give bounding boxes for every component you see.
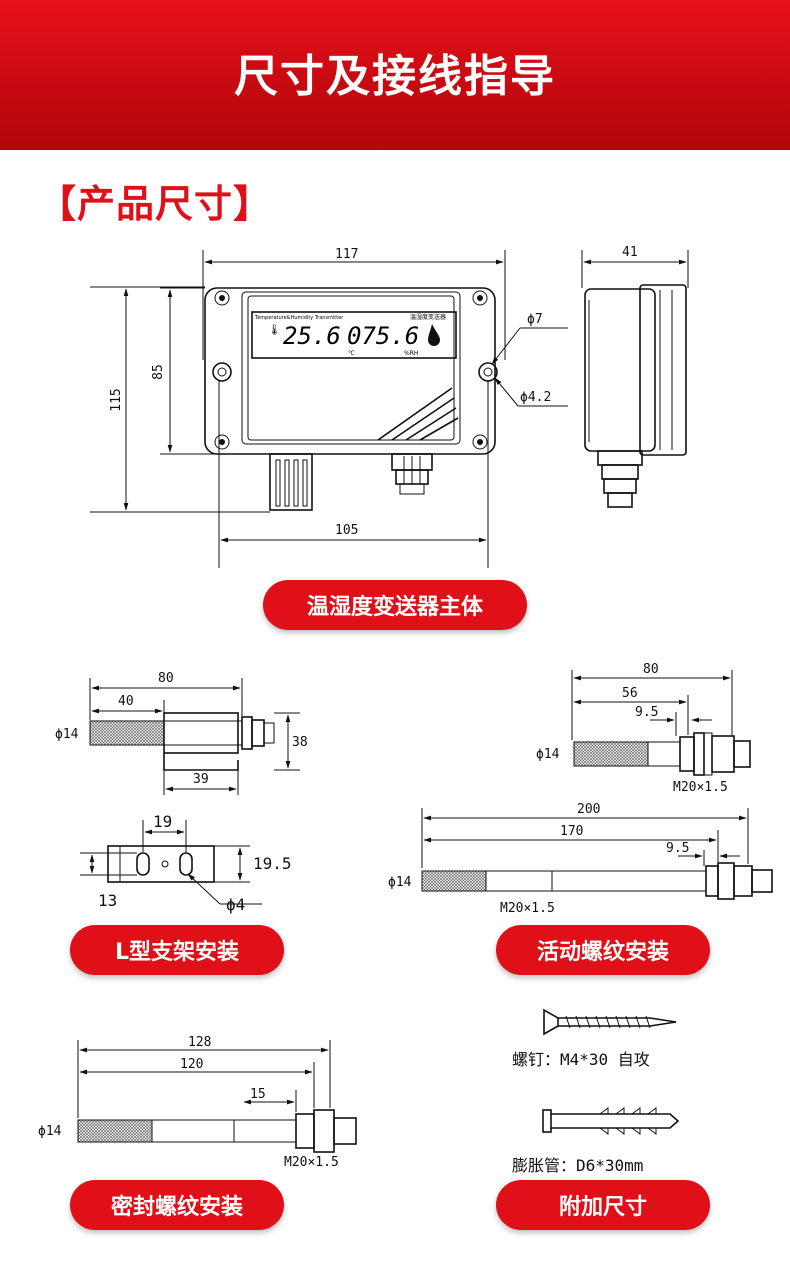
dim-19-5: 19.5 <box>253 854 292 873</box>
l-bracket-side-view: 80 40 38 39 ϕ14 <box>55 671 308 795</box>
screw-drawing <box>543 1008 677 1036</box>
dim-phi4: ϕ4 <box>226 895 245 914</box>
device-side-view: 41 <box>581 245 689 508</box>
section-title: 【产品尺寸】 <box>38 182 273 226</box>
dim-13: 13 <box>98 891 117 910</box>
movable-thread-long-view: 200 170 9.5 ϕ14 M20×1.5 <box>388 802 773 916</box>
dim-80-b: 80 <box>643 662 659 677</box>
cable-gland <box>391 453 433 495</box>
anchor-caption: 膨胀管：D6*30mm <box>512 1156 644 1175</box>
label-main-device: 温湿度变送器主体 <box>263 580 527 630</box>
lcd-temp-unit: ℃ <box>348 350 355 357</box>
dim-56: 56 <box>622 686 638 701</box>
mounting-hole-left <box>212 362 232 382</box>
lcd-header-left: Temperature&Humidity Transmitter <box>254 315 344 321</box>
sealed-thread-view: 128 120 15 ϕ14 M20×1.5 <box>38 1035 357 1170</box>
dim-phi4-2: ϕ4.2 <box>520 390 551 405</box>
thermometer-icon: 🌡 <box>268 324 281 336</box>
dim-85: 85 <box>151 364 166 380</box>
sensor-probe <box>269 453 313 511</box>
dim-phi14-d: ϕ14 <box>38 1124 62 1139</box>
label-movable-thread: 活动螺纹安装 <box>496 925 710 975</box>
dim-phi14-b: ϕ14 <box>536 747 560 762</box>
dim-9-5-b: 9.5 <box>666 841 689 856</box>
dim-105: 105 <box>335 523 358 538</box>
screw-caption: 螺钉：M4*30 自攻 <box>512 1050 650 1069</box>
page-title: 尺寸及接线指导 <box>234 51 556 102</box>
label-l-bracket: L型支架安装 <box>70 925 284 975</box>
corner-screws <box>214 290 488 450</box>
dim-41: 41 <box>622 245 638 260</box>
dim-200: 200 <box>577 802 600 817</box>
device-front-view: Temperature&Humidity Transmitter 温湿度变送器 … <box>90 247 568 568</box>
dim-80: 80 <box>158 671 174 686</box>
l-bracket-plate-view: 19 19.5 13 ϕ4 <box>80 812 292 914</box>
thread-m20-b: M20×1.5 <box>500 901 555 916</box>
thread-m20: M20×1.5 <box>673 780 728 795</box>
dim-38: 38 <box>292 735 308 750</box>
dim-120: 120 <box>180 1057 203 1072</box>
dim-39: 39 <box>193 772 209 787</box>
droplet-icon <box>428 324 440 346</box>
front-stripes <box>377 387 459 441</box>
dim-19: 19 <box>153 812 172 831</box>
dim-40: 40 <box>118 694 134 709</box>
dim-phi7: ϕ7 <box>527 312 543 327</box>
dim-15: 15 <box>250 1087 266 1102</box>
dim-170: 170 <box>560 824 583 839</box>
lcd-header-right: 温湿度变送器 <box>410 313 446 321</box>
dim-9-5: 9.5 <box>635 705 658 720</box>
label-sealed-thread: 密封螺纹安装 <box>70 1180 284 1230</box>
dim-128: 128 <box>188 1035 211 1050</box>
anchor-drawing <box>542 1107 680 1135</box>
dim-117: 117 <box>335 247 358 262</box>
enclosure-outline <box>204 287 496 455</box>
lcd-humidity: 075.6 <box>347 322 419 350</box>
header-banner: 尺寸及接线指导 <box>0 0 790 150</box>
dim-phi14: ϕ14 <box>55 727 79 742</box>
thread-m20-c: M20×1.5 <box>284 1155 339 1170</box>
dim-phi14-c: ϕ14 <box>388 875 412 890</box>
label-accessories: 附加尺寸 <box>496 1180 710 1230</box>
movable-thread-short-view: 80 56 9.5 ϕ14 M20×1.5 <box>536 662 751 795</box>
lcd-display <box>251 311 457 359</box>
lcd-hum-unit: %RH <box>404 350 418 357</box>
lcd-temperature: 25.6 <box>283 322 341 350</box>
dim-115: 115 <box>109 388 124 411</box>
